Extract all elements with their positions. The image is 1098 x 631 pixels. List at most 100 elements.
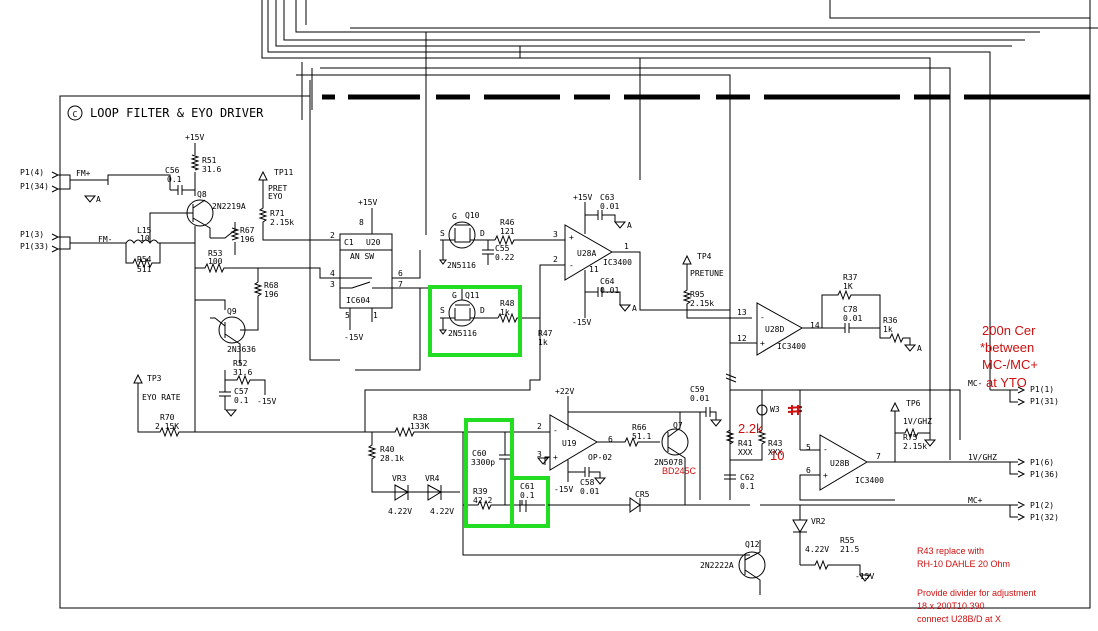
note-div-line1: Provide divider for adjustment [917, 588, 1037, 598]
q11-d: D [480, 306, 485, 315]
note-cap-line3: MC-/MC+ [982, 357, 1038, 372]
vr2-q12-stage: VR2 4.22V Q12 2N2222A R55 21.5 -15V [700, 504, 990, 595]
rail-m15-b: -15V [344, 333, 363, 342]
q10-s: S [440, 229, 445, 238]
rail-p15-a: +15V [185, 133, 204, 142]
trim-network: W3 R41 XXX R43 XXX C62 0.1 2.2k 10 [724, 373, 961, 500]
r55-label: R55 [840, 536, 855, 545]
c56-value: 0.1 [167, 175, 182, 184]
rail-p15-b: +15V [358, 198, 377, 207]
lower-input: R38 133K R40 28.1k VR3 4.22V VR4 4.22V [365, 413, 545, 516]
u28a-plus: + [569, 233, 574, 242]
r41-value: XXX [738, 448, 753, 457]
c63-label: C63 [600, 193, 615, 202]
r43-value: XXX [768, 448, 783, 457]
annotations: 200n Cer *between MC-/MC+ at YTO BD245C … [662, 323, 1038, 624]
vr3-label: VR3 [392, 474, 407, 483]
conn-p1-36: P1(36) [1030, 470, 1059, 479]
r41-label: R41 [738, 439, 753, 448]
cr5-label: CR5 [635, 490, 650, 499]
title-block: C LOOP FILTER & EYO DRIVER [67, 105, 264, 121]
u28a-pin1: 1 [624, 242, 629, 251]
u28a-type: IC3400 [603, 258, 632, 267]
rail-m15-a: -15V [257, 397, 276, 406]
rail-m15-d: -15V [554, 485, 573, 494]
u19-plus: + [553, 453, 558, 462]
conn-p1-31: P1(31) [1030, 397, 1059, 406]
r68-label: R68 [264, 281, 279, 290]
r52-label: R52 [233, 359, 248, 368]
note-r43-line2: RH-10 DAHLE 20 Ohm [917, 559, 1010, 569]
q8-label: Q8 [197, 190, 207, 199]
r75-value: 2.15k [903, 442, 927, 451]
u28a-label: U28A [577, 249, 596, 258]
q7-stage: Q7 2N5078 C59 0.01 CR5 [548, 385, 750, 513]
pretune-label: PRETUNE [690, 269, 724, 278]
l15-r54: L15 10 R54 511 [118, 226, 195, 274]
r67-label: R67 [240, 226, 255, 235]
r54-label: R54 [137, 255, 152, 264]
r66-label: R66 [632, 423, 647, 432]
u28a-opamp: + - U28A IC3400 3 2 1 11 +15V C63 0.01 C… [539, 193, 730, 327]
r53-value: 100 [208, 257, 223, 266]
r51-label: R51 [202, 156, 217, 165]
note-cap-line2: *between [980, 340, 1034, 355]
net-fm-minus: FM- [98, 235, 112, 244]
u19-type: OP-02 [588, 453, 612, 462]
note-r43-line1: R43 replace with [917, 546, 984, 556]
c64-label: C64 [600, 277, 615, 286]
c57-value: 0.1 [234, 396, 249, 405]
r55-value: 21.5 [840, 545, 859, 554]
conn-p1-2: P1(2) [1030, 501, 1054, 510]
w3-label: W3 [770, 405, 780, 414]
r47-label: R47 [538, 329, 553, 338]
u28d-pin13: 13 [737, 308, 747, 317]
l15-label: L15 [137, 226, 152, 235]
q11-g: G [452, 291, 457, 300]
q7-type: 2N5078 [654, 458, 683, 467]
r70-value: 2.15K [155, 422, 179, 431]
gnd-a-2: A [627, 221, 632, 230]
u19-pin6: 6 [608, 435, 613, 444]
gnd-a-4: A [917, 344, 922, 353]
c78-value: 0.01 [843, 314, 862, 323]
conn-p1-32: P1(32) [1030, 513, 1059, 522]
r38-value: 133K [410, 422, 429, 431]
rail-m15-c: -15V [572, 318, 591, 327]
tp4-label: TP4 [697, 252, 712, 261]
u28d-type: IC3400 [777, 342, 806, 351]
r70-label: R70 [160, 413, 175, 422]
r38-label: R38 [413, 413, 428, 422]
net-fm-plus: FM+ [76, 169, 91, 178]
r48-value: 1k [500, 308, 510, 317]
c78-label: C78 [843, 305, 858, 314]
u20-pin1: 1 [373, 311, 378, 320]
r37-value: 1K [843, 282, 853, 291]
r52-value: 31.6 [233, 368, 252, 377]
q9-label: Q9 [227, 307, 237, 316]
eyo-label: EYO [268, 192, 283, 201]
q11-label: Q11 [465, 291, 480, 300]
title-copyright-mark: C [73, 110, 78, 119]
q10-type: 2N5116 [447, 261, 476, 270]
tp11-stage: TP11 PRET EYO R71 2.15k [258, 168, 340, 241]
vr2-value: 4.22V [805, 545, 829, 554]
q11-type: 2N5116 [448, 329, 477, 338]
c62-label: C62 [740, 473, 755, 482]
u20-c1: C1 [344, 238, 354, 247]
u20-pin5: 5 [345, 311, 350, 320]
c60-value: 3300p [471, 458, 495, 467]
r53-label: R53 [208, 249, 223, 258]
r39-value: 42.2 [473, 496, 492, 505]
u20-pin8: 8 [359, 218, 364, 227]
u28b-minus: - [823, 445, 828, 454]
vr4-label: VR4 [425, 474, 440, 483]
vghz-label: 1V/GHZ [903, 417, 932, 426]
c61-highlight [510, 476, 550, 528]
net-mc-minus: MC- [968, 379, 982, 388]
u20-pin7: 7 [398, 280, 403, 289]
u28b-opamp: - + U28B IC3400 5 6 7 TP6 1V/GHZ R75 2.1… [761, 390, 990, 501]
u19-label: U19 [562, 439, 577, 448]
r40-label: R40 [380, 445, 395, 454]
